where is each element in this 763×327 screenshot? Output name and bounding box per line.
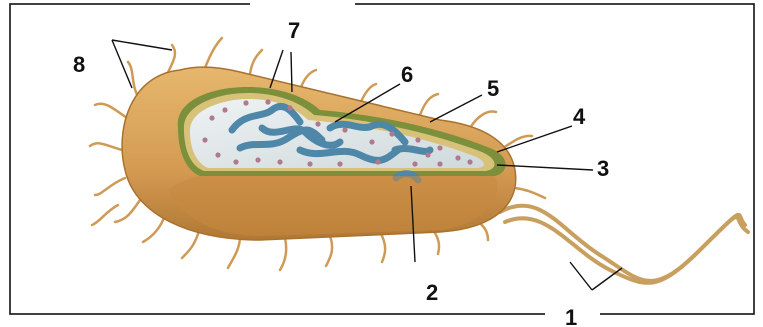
frame-gap-top: [250, 1, 355, 7]
label-3: 3: [597, 156, 609, 181]
label-5: 5: [487, 76, 499, 101]
label-6: 6: [401, 62, 413, 87]
label-4: 4: [573, 104, 586, 129]
flagellum: [500, 206, 748, 283]
label-8: 8: [73, 52, 85, 77]
label-1: 1: [565, 305, 577, 327]
label-2: 2: [426, 280, 438, 305]
capsule-lower-shade: [168, 176, 497, 236]
label-7: 7: [288, 18, 300, 43]
